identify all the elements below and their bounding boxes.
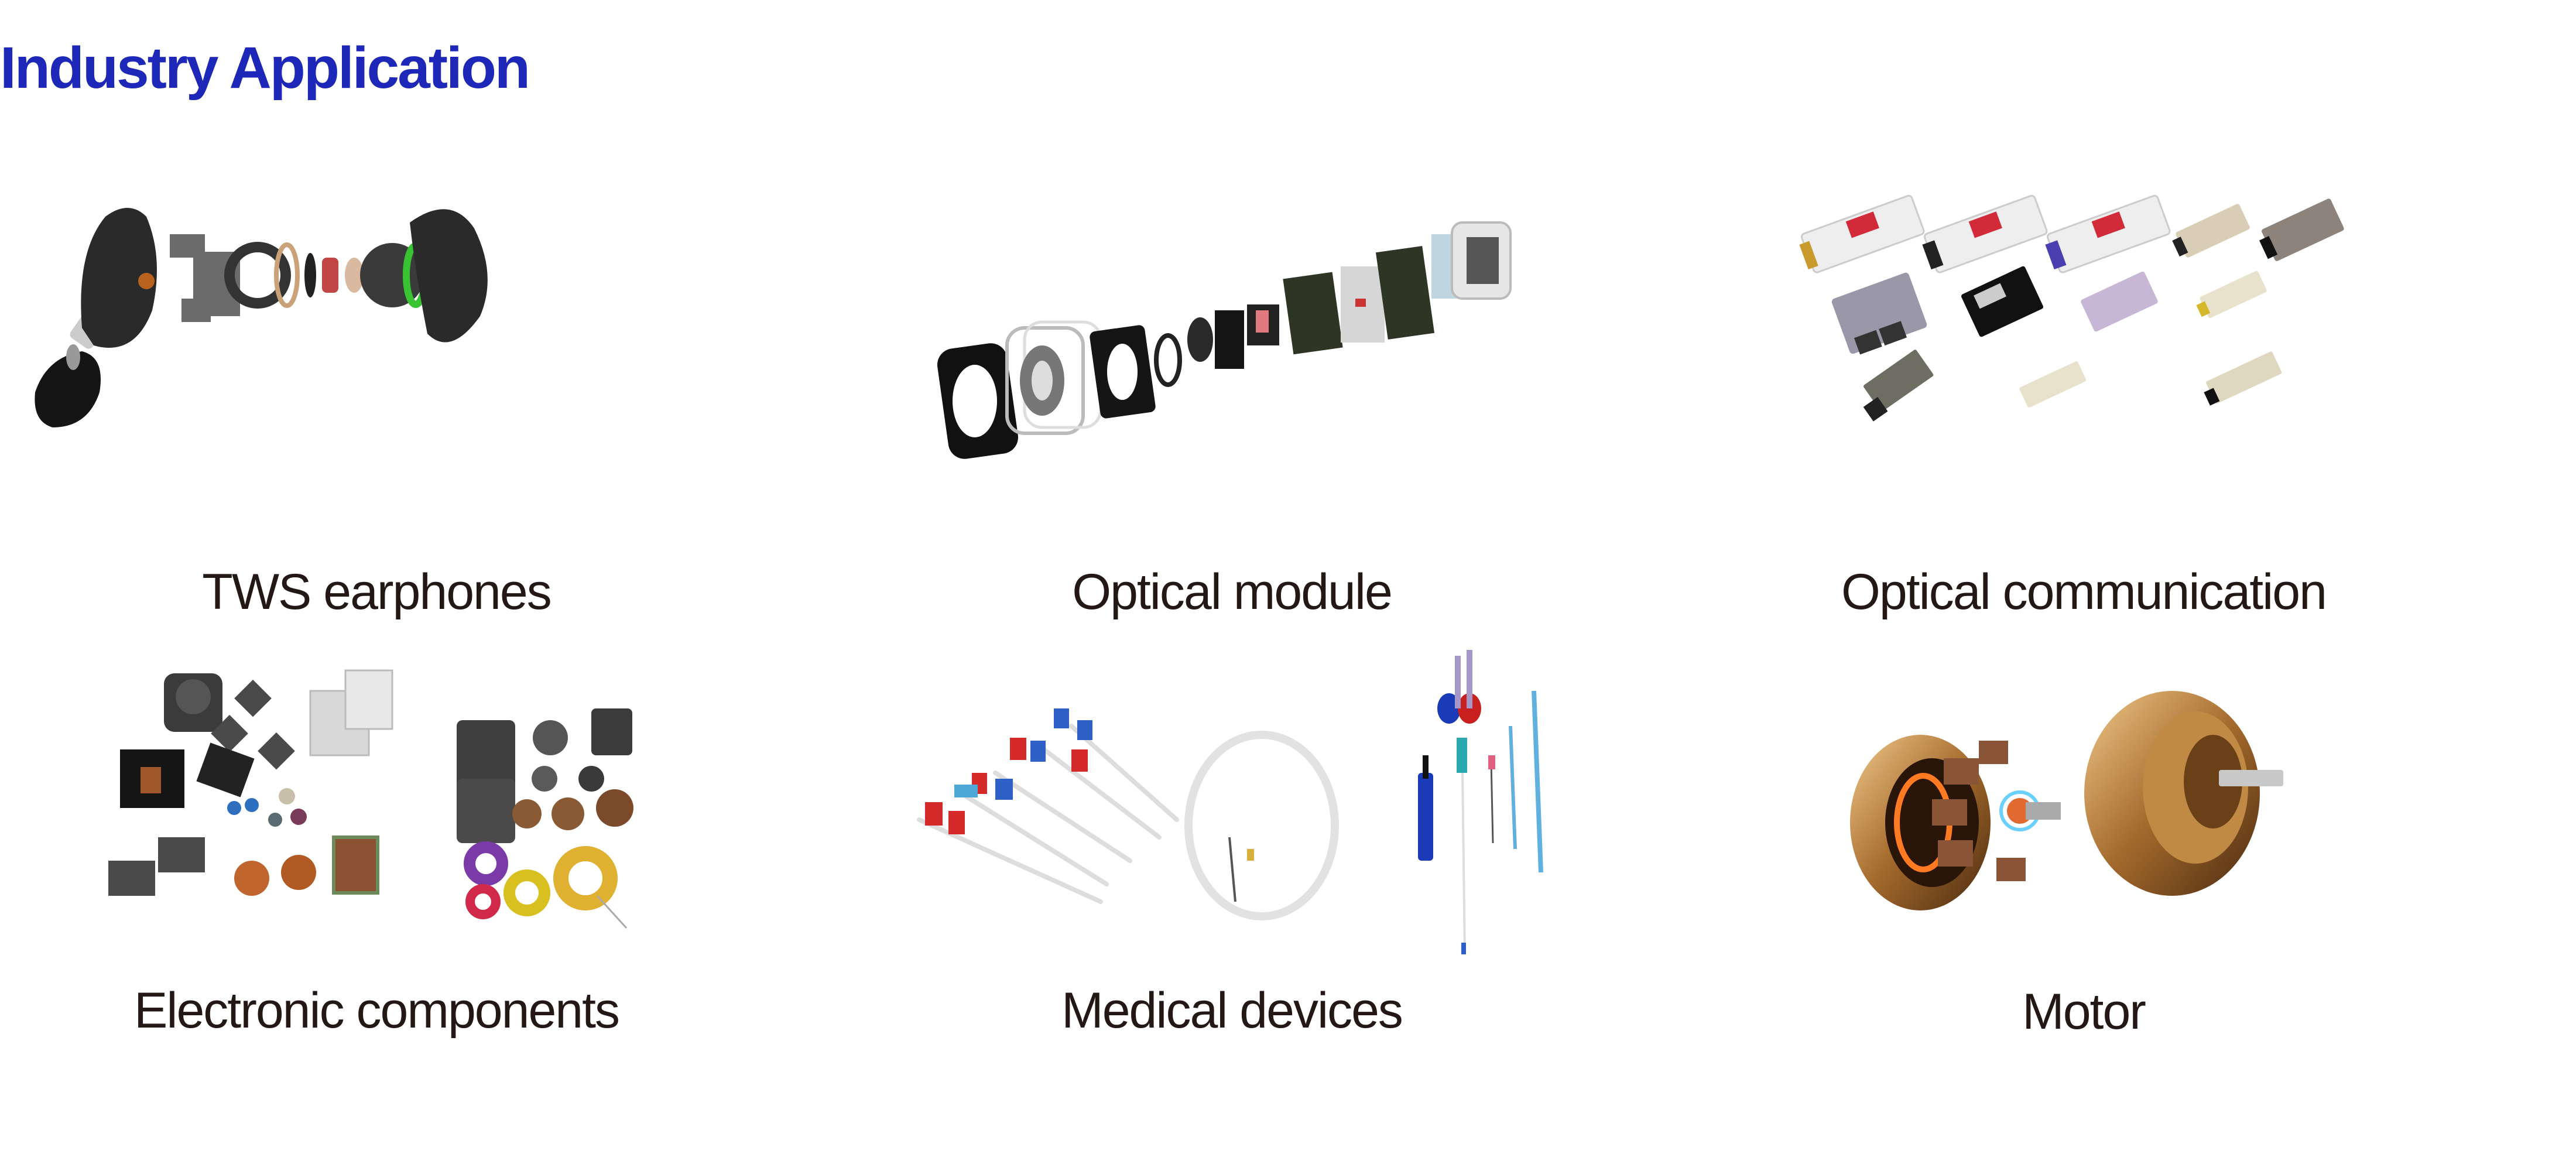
electronic-components-image xyxy=(100,662,662,931)
application-label: Optical communication xyxy=(1841,564,2327,620)
application-card-electronic-components: Electronic components xyxy=(0,586,804,1036)
application-card-optical-module: Optical module xyxy=(804,164,1659,617)
application-label: Medical devices xyxy=(1061,982,1403,1039)
application-label: Motor xyxy=(2022,984,2146,1040)
tws-earphones-image xyxy=(29,182,615,439)
application-card-optical-communication: Optical communication xyxy=(1656,164,2511,617)
application-label: TWS earphones xyxy=(202,564,551,620)
application-label: Electronic components xyxy=(134,982,620,1039)
application-card-motor: Motor xyxy=(1656,586,2511,1037)
application-card-tws-earphones: TWS earphones xyxy=(0,164,804,617)
page-title: Industry Application xyxy=(0,35,530,101)
motor-image xyxy=(1844,670,2336,910)
optical-communication-image xyxy=(1791,190,2383,436)
optical-module-image xyxy=(937,211,1534,468)
application-label: Optical module xyxy=(1072,564,1393,620)
application-card-medical-devices: Medical devices xyxy=(804,586,1659,1036)
medical-devices-image xyxy=(907,638,1557,966)
